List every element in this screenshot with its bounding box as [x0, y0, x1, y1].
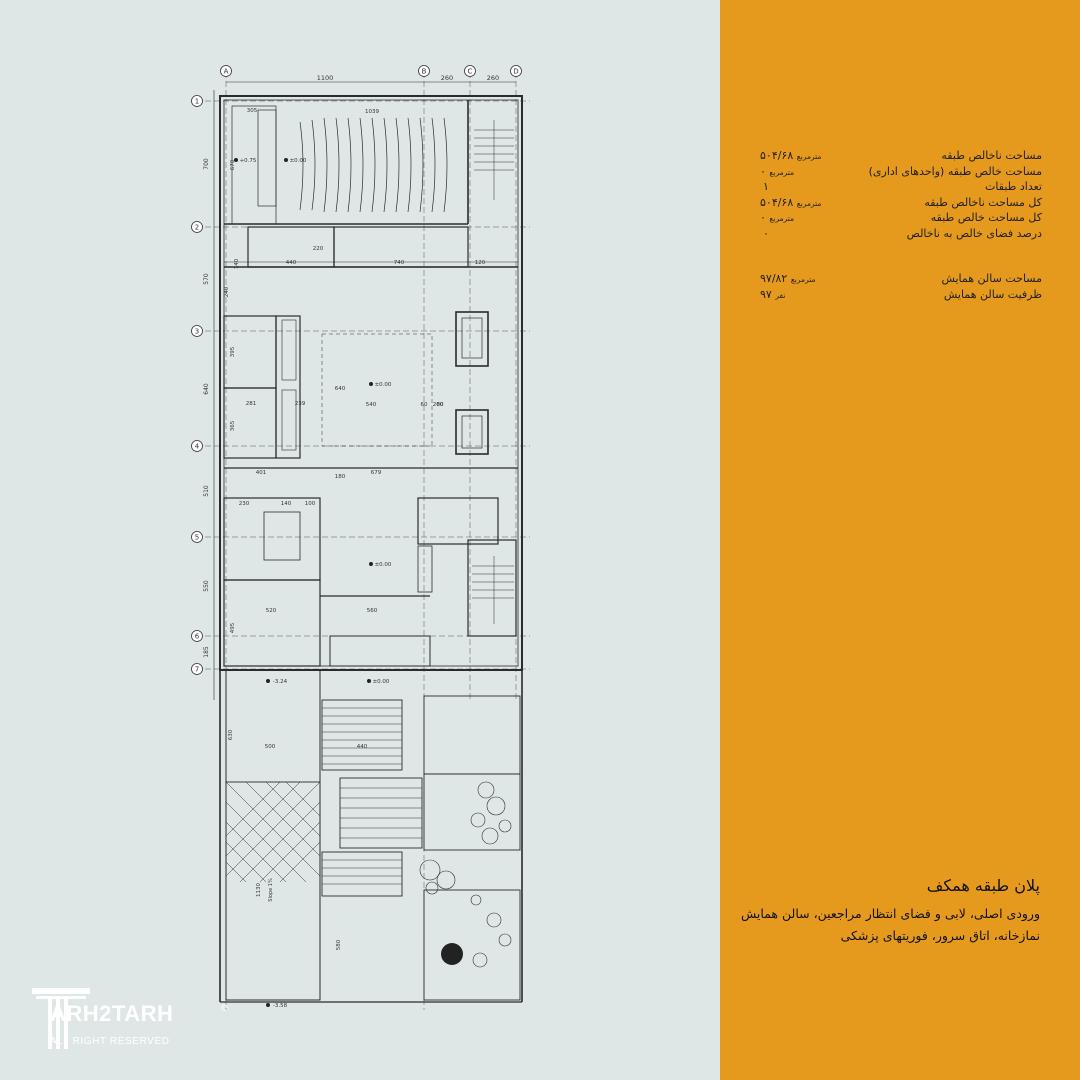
room-dimension: 100	[305, 501, 316, 507]
room-dimension: 520	[266, 608, 277, 614]
logo-t-icon	[32, 988, 90, 1049]
room-dimension: 440	[286, 260, 297, 266]
grid-row-label-bubble	[191, 95, 203, 107]
level-label: +0.75	[240, 158, 257, 164]
grid-col-label: B	[422, 68, 427, 76]
room-dimension: 1039	[365, 109, 379, 115]
room-dimension: 230	[239, 501, 250, 507]
copyright-mark: ©	[220, 1004, 229, 1014]
logo-subtext: ALL RIGHT RESERVED	[50, 1036, 170, 1047]
room-dimension: 200	[433, 402, 444, 408]
room-dimension: 540	[366, 402, 377, 408]
room-dimension: 580	[336, 939, 342, 950]
level-marker-icon	[284, 158, 288, 162]
room-dimension: 495	[230, 622, 236, 633]
room-dimension: 220	[313, 246, 324, 252]
left-dimension: 570	[203, 273, 210, 285]
room-dimension: 630	[228, 729, 234, 740]
room-dimension: 560	[367, 608, 378, 614]
room-dimension: 365	[230, 420, 236, 431]
plan-title: پلان طبقه همکف	[926, 876, 1040, 895]
stat-row: تعداد طبقات ۱	[763, 180, 1042, 193]
left-dimension: 700	[203, 158, 210, 170]
level-marker-icon	[266, 679, 270, 683]
grid-col-label-bubble	[510, 65, 522, 77]
grid-row-label: 4	[195, 443, 200, 451]
grid-row-label-bubble	[191, 440, 203, 452]
room-dimension: 239	[295, 401, 306, 407]
level-marker-icon	[367, 679, 371, 683]
room-dimension: 240	[224, 286, 230, 297]
grid-row-label: 7	[195, 666, 199, 674]
grid-col-label: D	[513, 68, 518, 76]
level-marker-icon	[369, 562, 373, 566]
room-dimension: 670	[230, 159, 236, 170]
room-dimension: 679	[371, 470, 382, 476]
plan-panel: A B C D 1 2 3 4 5 6 7 1100 260 260 700 570 640 510 550 185 3…	[191, 65, 530, 1010]
room-dimension: 60	[421, 402, 428, 408]
grid-row-label-bubble	[191, 221, 203, 233]
grid-col-label-bubble	[464, 65, 476, 77]
level-label: ±0.00	[373, 679, 390, 685]
ramp-slope-label: Slope 1%	[268, 878, 274, 902]
level-label: ±0.00	[290, 158, 307, 164]
level-label: ±0.00	[375, 382, 392, 388]
top-dimension: 260	[441, 74, 453, 82]
room-dimension: 281	[246, 401, 257, 407]
level-marker-icon	[234, 158, 238, 162]
room-dimension: 740	[394, 260, 405, 266]
level-marker-icon	[266, 1003, 270, 1007]
room-dimension: 305	[247, 108, 258, 114]
left-dimension: 550	[203, 580, 210, 592]
top-dimension: 1100	[317, 74, 334, 82]
grid-row-label-bubble	[191, 531, 203, 543]
grid-col-label: C	[468, 68, 473, 76]
grid-col-label-bubble	[418, 65, 430, 77]
grid-row-label: 1	[195, 98, 199, 106]
room-dimension: 140	[281, 501, 292, 507]
stat-row: مساحت خالص طبقه (واحدهای اداری)مترمربع ۰	[760, 164, 1042, 178]
grid-col-label-bubble	[220, 65, 232, 77]
room-dimension: 1130	[256, 883, 262, 897]
level-label: -3.24	[273, 679, 288, 685]
floor-plan-drawing: A B C D 1 2 3 4 5 6 7 1100 260 260 700 570 640 510 550 185 3…	[191, 65, 530, 1010]
grid-row-label-bubble	[191, 325, 203, 337]
room-dimension: 500	[265, 744, 276, 750]
logo-text: ARH2TARH	[50, 1001, 174, 1026]
stat-row: درصد فضای خالص به ناخالص ۰	[763, 226, 1042, 240]
room-dimension: 395	[230, 346, 236, 357]
room-dimension: 640	[335, 386, 346, 392]
level-label: ±0.00	[375, 562, 392, 568]
left-dimension: 640	[203, 383, 210, 395]
room-dimension: 120	[475, 260, 486, 266]
top-dimension: 260	[487, 74, 499, 82]
grid-row-label: 6	[195, 633, 200, 641]
room-dimension: 140	[234, 258, 240, 269]
grid-row-label-bubble	[191, 630, 203, 642]
grid-row-label: 2	[195, 224, 199, 232]
room-dimension: 440	[357, 744, 368, 750]
plan-description: ورودی اصلی، لابی و فضای انتظار مراجعین، …	[740, 906, 1040, 943]
grid-col-label: A	[224, 68, 229, 76]
grid-row-label: 3	[195, 328, 199, 336]
room-dimension: 401	[256, 470, 267, 476]
grid-row-label-bubble	[191, 663, 203, 675]
room-dimension: 80	[437, 402, 444, 408]
level-marker-icon	[369, 382, 373, 386]
left-dimension: 510	[203, 485, 210, 497]
info-panel	[720, 0, 1080, 1080]
room-dimension: 180	[335, 474, 346, 480]
grid-row-label: 5	[195, 534, 199, 542]
left-dimension: 185	[203, 646, 210, 658]
level-label: -3.58	[273, 1003, 288, 1009]
